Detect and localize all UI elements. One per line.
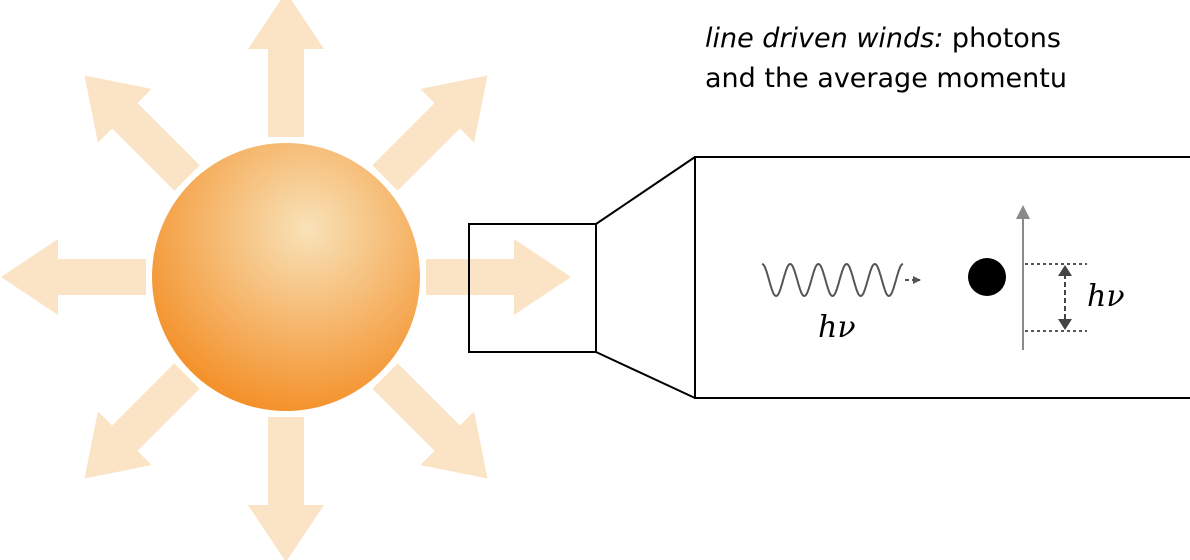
outflow-arrow-ne-icon bbox=[372, 76, 487, 191]
photon-energy-label: hν bbox=[818, 310, 856, 345]
outflow-arrow-s-icon bbox=[248, 417, 324, 560]
outflow-arrow-n-icon bbox=[248, 0, 324, 137]
zoom-connector-top bbox=[596, 157, 695, 224]
transition-arrow-head-up bbox=[1058, 265, 1072, 276]
outflow-arrow-sw-icon bbox=[85, 363, 200, 478]
transition-arrow-head-down bbox=[1058, 319, 1072, 330]
zoom-connector-bottom bbox=[596, 352, 695, 398]
atom-dot-icon bbox=[968, 258, 1006, 296]
caption: line driven winds: photons and the avera… bbox=[705, 19, 1190, 99]
transition-energy-label: hν bbox=[1087, 279, 1125, 314]
caption-line-1: line driven winds: photons bbox=[705, 19, 1190, 59]
outflow-arrow-nw-icon bbox=[85, 76, 200, 191]
outflow-arrow-e-icon bbox=[426, 239, 571, 315]
caption-term: line driven winds: bbox=[705, 23, 943, 54]
photon-wave-icon bbox=[762, 264, 903, 296]
outflow-arrow-se-icon bbox=[372, 363, 487, 478]
energy-axis-arrowhead bbox=[1016, 205, 1030, 219]
caption-line-1-rest: photons bbox=[943, 23, 1061, 54]
caption-line-2: and the average momentu bbox=[705, 59, 1190, 99]
outflow-arrow-w-icon bbox=[1, 239, 146, 315]
star bbox=[152, 143, 420, 411]
